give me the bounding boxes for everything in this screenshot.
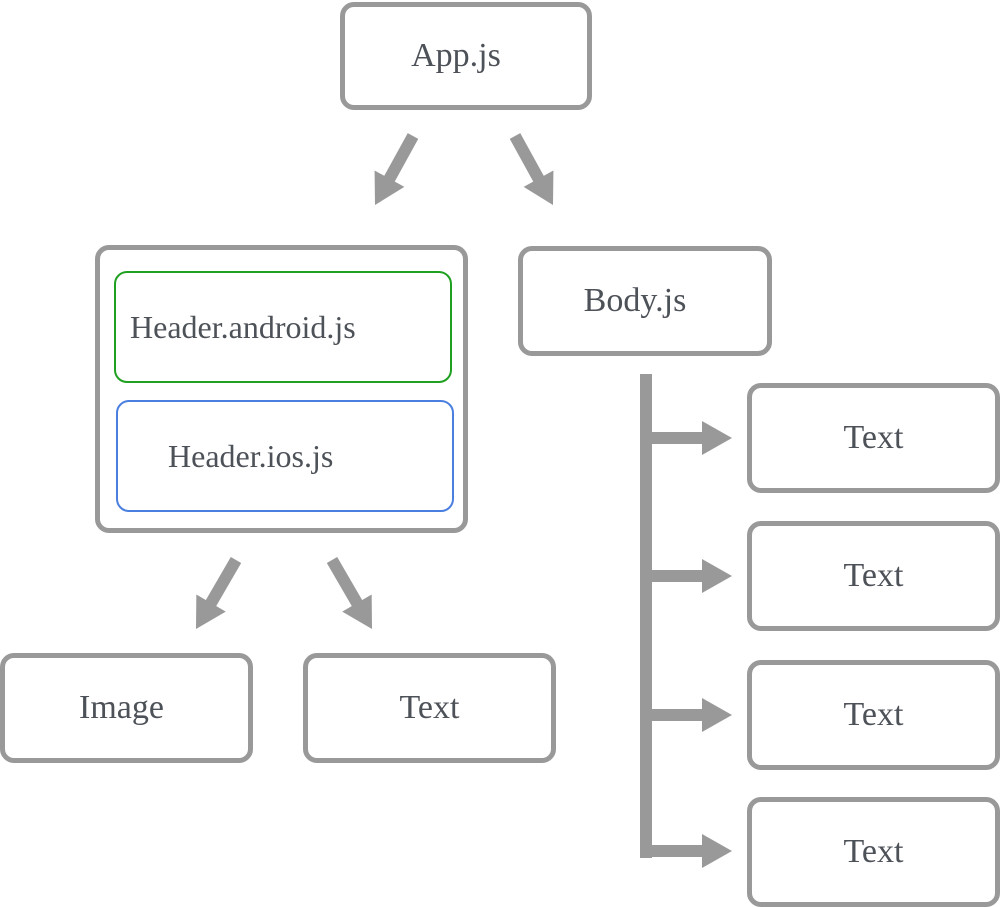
body-js-label: Body.js [583, 282, 687, 319]
arrow-app-to-header [374, 133, 419, 205]
body-text-label-3: Text [843, 696, 904, 733]
arrow-app-to-body [509, 133, 554, 205]
image-node: Image [0, 653, 253, 763]
header-ios-node: Header.ios.js [116, 400, 454, 512]
header-group-node: Header.android.js Header.ios.js [95, 245, 468, 533]
image-label: Image [79, 689, 164, 726]
body-text-node-1: Text [747, 383, 1000, 493]
header-android-label: Header.android.js [130, 308, 356, 345]
arrow-header-to-image [196, 556, 242, 629]
header-text-label: Text [399, 689, 460, 726]
body-text-node-2: Text [747, 521, 1000, 631]
arrow-body-to-text-2 [640, 559, 732, 593]
arrow-body-to-text-1 [640, 421, 732, 455]
body-text-label-4: Text [843, 833, 904, 870]
body-js-node: Body.js [518, 246, 772, 356]
header-android-node: Header.android.js [114, 271, 452, 383]
arrow-header-to-text [326, 556, 372, 629]
arrow-body-to-text-3 [640, 698, 732, 732]
body-text-label-2: Text [843, 557, 904, 594]
app-js-label: App.js [411, 37, 501, 74]
body-text-node-4: Text [747, 797, 1000, 907]
body-text-node-3: Text [747, 660, 1000, 770]
body-text-label-1: Text [843, 419, 904, 456]
app-js-node: App.js [340, 2, 592, 110]
header-ios-label: Header.ios.js [168, 437, 334, 474]
arrow-body-to-text-4 [640, 834, 732, 868]
header-text-node: Text [303, 653, 556, 763]
